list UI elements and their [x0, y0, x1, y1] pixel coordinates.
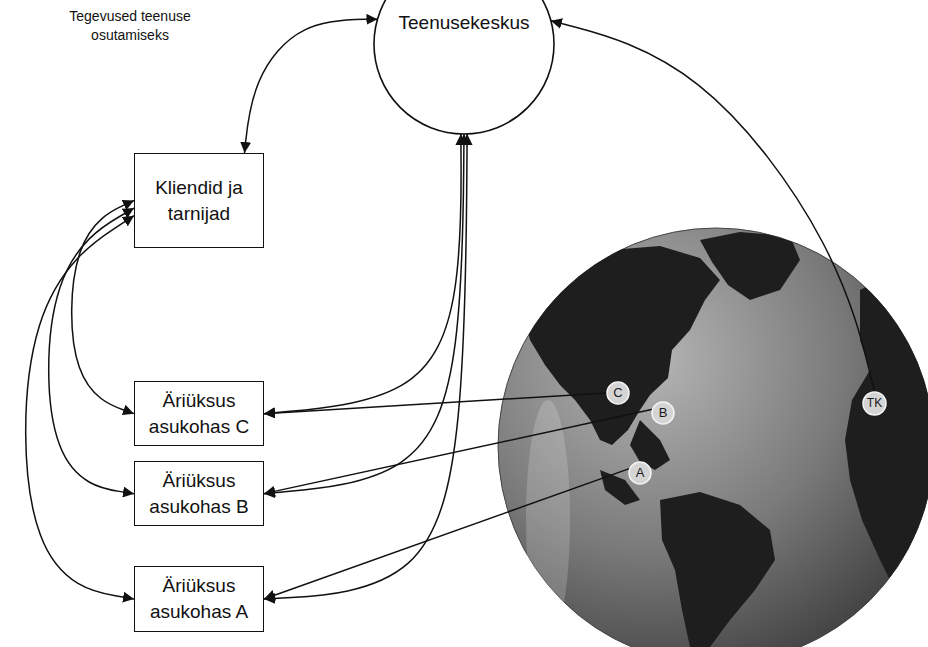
- process-box: Äriüksus asukohas A: [134, 566, 264, 632]
- process-box: Äriüksus asukohas C: [134, 381, 264, 446]
- marker-letter: TK: [862, 391, 887, 416]
- marker-letter: C: [606, 381, 630, 405]
- box-label: Äriüksus asukohas B: [143, 468, 255, 519]
- box-label: Äriüksus asukohas A: [143, 573, 255, 624]
- process-box: Kliendid ja tarnijad: [134, 153, 264, 248]
- circle-label: Teenusekeskus: [373, 10, 555, 36]
- connector-arrow: [264, 468, 630, 599]
- box-label: Kliendid ja tarnijad: [143, 175, 255, 226]
- marker-letter: A: [628, 461, 652, 485]
- marker-letter: B: [651, 401, 675, 425]
- location-marker: B: [651, 401, 675, 425]
- process-box: Äriüksus asukohas B: [134, 461, 264, 526]
- connector-arrow: [264, 134, 461, 414]
- connector-arrow: [264, 134, 467, 599]
- connector-arrow: [264, 134, 464, 494]
- location-marker: C: [606, 381, 630, 405]
- service-center-circle: Teenusekeskus: [373, 0, 555, 135]
- connector-arrow: [245, 19, 378, 153]
- connector-arrow: [26, 216, 134, 599]
- box-label: Äriüksus asukohas C: [143, 388, 255, 439]
- globe-sphere: [498, 228, 928, 647]
- location-marker: TK: [862, 391, 887, 416]
- connector-arrow: [264, 393, 607, 414]
- connector-arrow: [551, 21, 875, 392]
- connector-arrow: [72, 201, 134, 414]
- diagram-title-note: Tegevused teenuse osutamiseks: [40, 7, 220, 45]
- connector-arrow: [49, 208, 134, 494]
- location-marker: A: [628, 461, 652, 485]
- continents: [520, 232, 928, 647]
